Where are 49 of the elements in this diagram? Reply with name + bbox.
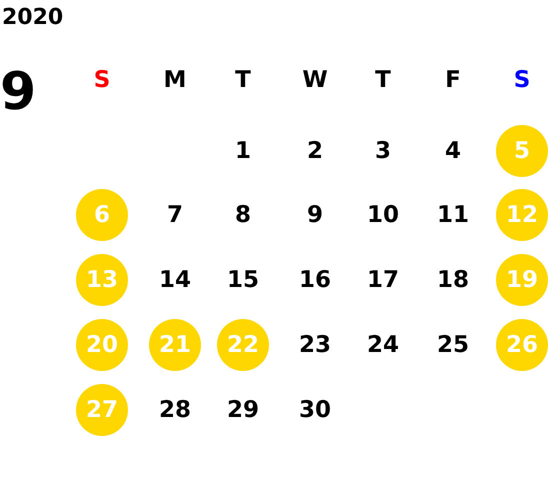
- highlighted-day-circle: [496, 189, 548, 241]
- weekday-label: S: [514, 66, 530, 94]
- day-number: 19: [506, 267, 538, 293]
- weekday-label: M: [164, 66, 186, 94]
- day-number: 24: [367, 331, 399, 359]
- highlighted-day-circle: [496, 319, 548, 371]
- day-number: 21: [158, 332, 191, 358]
- day-number: 1: [235, 137, 251, 165]
- day-number: 25: [437, 331, 469, 359]
- day-number: 23: [299, 331, 331, 359]
- weekday-label: W: [302, 66, 328, 94]
- day-number: 16: [299, 266, 331, 294]
- weekday-label: T: [235, 66, 251, 94]
- highlighted-day-circle: [76, 384, 128, 436]
- month-number: 9: [0, 62, 36, 122]
- day-number: 13: [86, 267, 118, 293]
- highlighted-day-circle: [76, 254, 128, 306]
- highlighted-day-circle: [496, 125, 548, 177]
- highlighted-day-circle: [76, 319, 128, 371]
- day-number: 17: [367, 266, 399, 294]
- highlighted-day-circle: [496, 254, 548, 306]
- day-number: 22: [226, 332, 259, 358]
- day-number: 2: [307, 137, 323, 165]
- day-number: 8: [235, 201, 251, 229]
- day-number: 3: [375, 137, 391, 165]
- day-number: 6: [94, 202, 110, 228]
- highlighted-day-circle: [149, 319, 201, 371]
- day-number: 14: [159, 266, 191, 294]
- day-number: 9: [307, 201, 323, 229]
- weekday-label: T: [375, 66, 391, 94]
- day-number: 30: [299, 396, 331, 424]
- day-number: 18: [437, 266, 469, 294]
- year-label: 2020: [2, 4, 64, 32]
- day-number: 27: [86, 397, 118, 423]
- day-number: 12: [506, 202, 538, 228]
- day-number: 26: [506, 332, 538, 358]
- day-number: 20: [86, 332, 118, 358]
- weekday-label: S: [94, 66, 110, 94]
- day-number: 5: [514, 138, 530, 164]
- highlighted-day-circle: [217, 319, 269, 371]
- day-number: 7: [167, 201, 183, 229]
- day-number: 11: [437, 201, 469, 229]
- highlighted-day-circle: [76, 189, 128, 241]
- day-number: 15: [227, 266, 259, 294]
- weekday-label: F: [445, 66, 461, 94]
- day-number: 4: [445, 137, 461, 165]
- day-number: 28: [159, 396, 191, 424]
- day-number: 29: [227, 396, 259, 424]
- day-number: 10: [367, 201, 399, 229]
